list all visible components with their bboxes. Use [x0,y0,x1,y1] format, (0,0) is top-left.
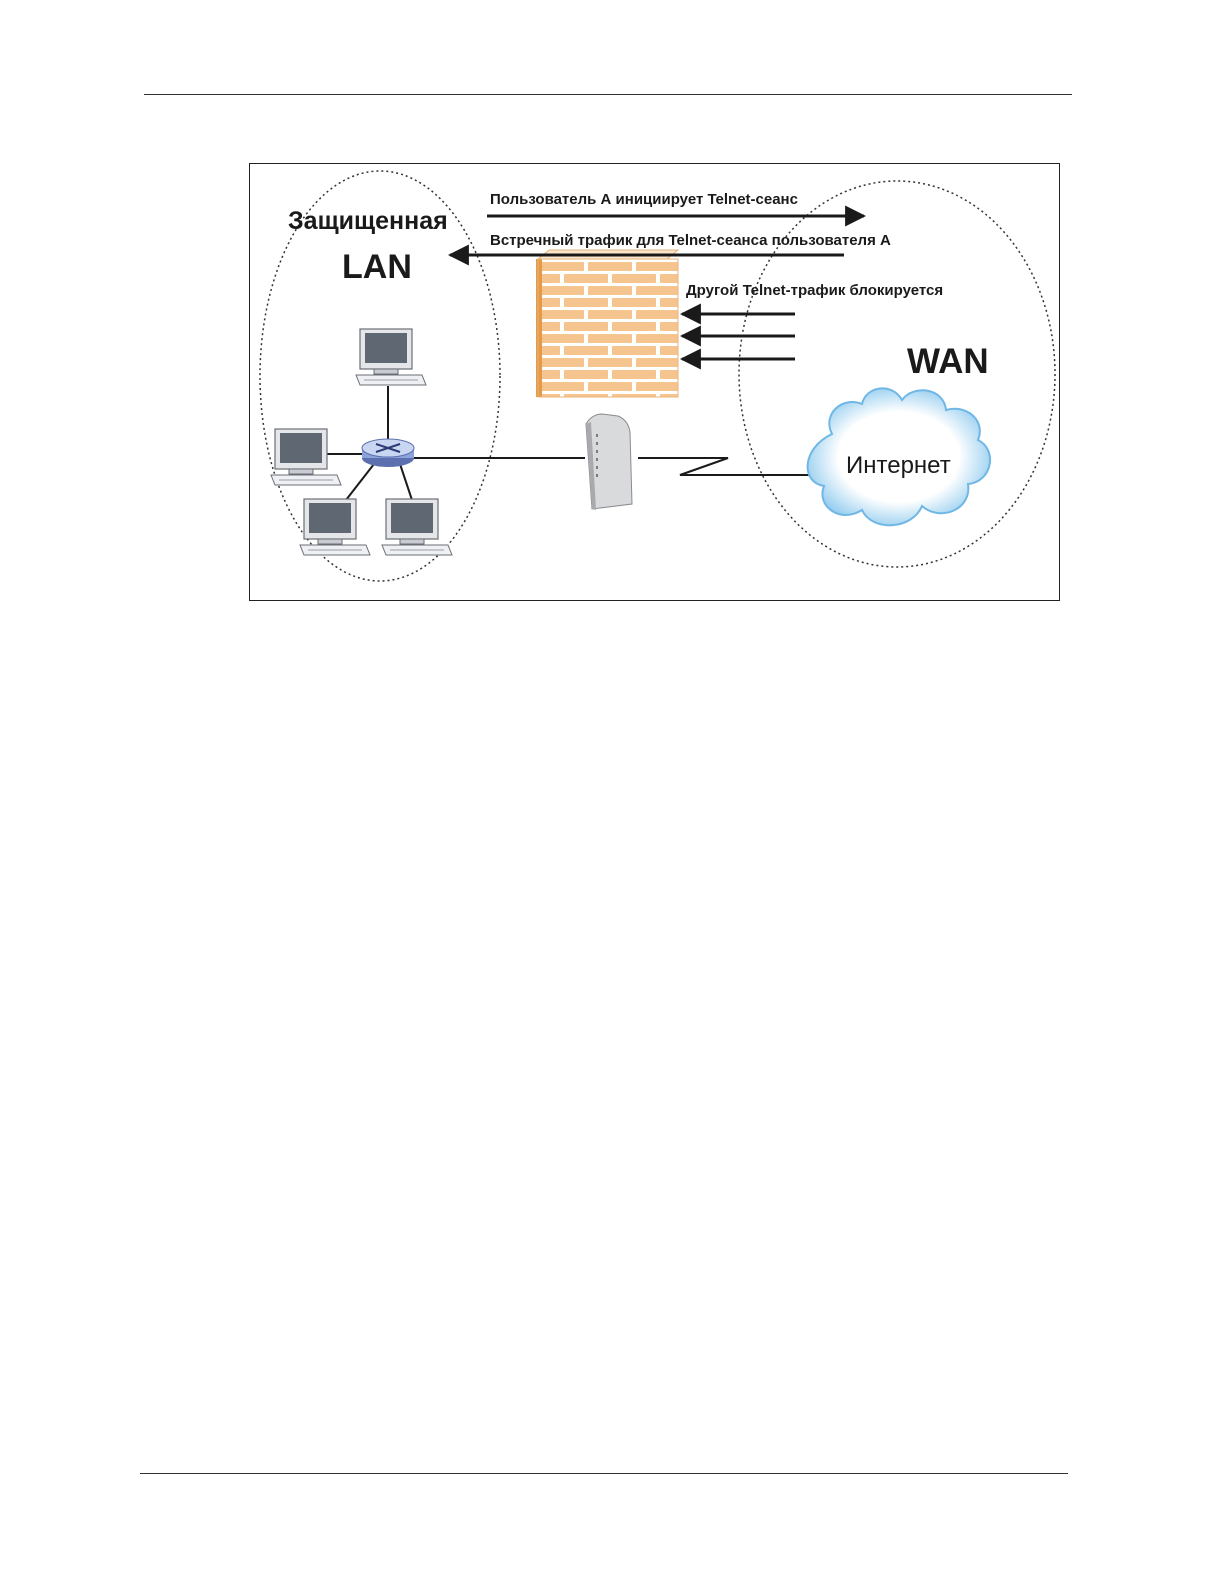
diagram-canvas [259,170,1056,582]
page-header-rule [144,94,1072,95]
firewall-diagram: Защищенная LAN WAN Интернет Пользователь… [249,163,1060,601]
lan-computer-icon-1 [355,328,427,386]
lan-zone-boundary [259,170,501,582]
lan-computer-icon-3 [299,498,371,556]
wan-zone-boundary [738,180,1056,568]
arrow-return-label: Встречный трафик для Telnet-сеанса польз… [490,232,891,249]
page-footer-rule [140,1473,1068,1474]
wan-zone-title: WAN [907,342,989,381]
arrow-blocked-label: Другой Telnet-трафик блокируется [686,282,944,299]
lan-computer-icon-4 [381,498,453,556]
gateway-device-icon [585,413,633,510]
router-icon [361,438,415,467]
lan-zone-title-line1: Защищенная [288,207,448,235]
firewall-brick-wall [536,249,680,398]
network-links [327,386,822,501]
arrow-outbound-label: Пользователь А инициирует Telnet-сеанс [490,191,798,208]
internet-cloud-icon [806,387,991,527]
lan-computer-icon-2 [270,428,342,486]
lan-zone-title-line2: LAN [342,248,412,286]
internet-cloud-label: Интернет [846,452,951,479]
